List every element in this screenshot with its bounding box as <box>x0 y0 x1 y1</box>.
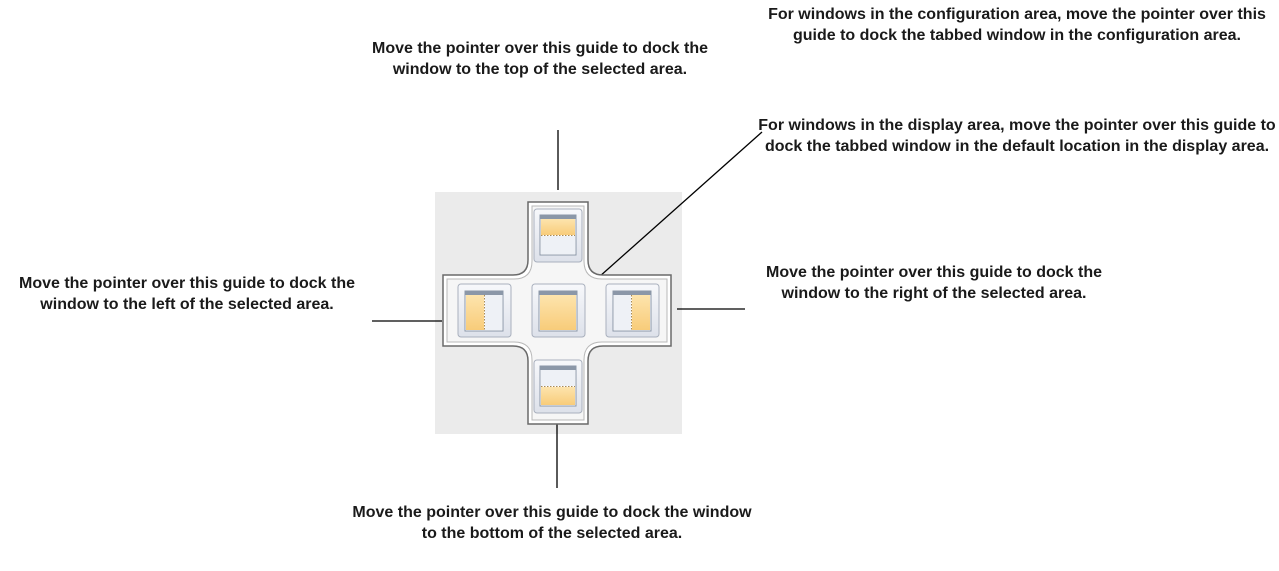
callout-dock-display-area: For windows in the display area, move th… <box>758 117 1276 155</box>
dock-left-icon <box>464 290 504 332</box>
dock-top-button[interactable] <box>533 208 583 263</box>
dock-top-icon <box>539 214 577 256</box>
leader-lines <box>372 130 763 488</box>
callout-dock-configuration-area: For windows in the configuration area, m… <box>768 6 1266 44</box>
dock-center-button[interactable] <box>531 283 586 338</box>
dock-right-icon <box>612 290 652 332</box>
callout-dock-top: Move the pointer over this guide to dock… <box>371 40 709 78</box>
dock-bottom-icon <box>539 365 577 407</box>
callout-dock-left: Move the pointer over this guide to dock… <box>18 275 356 313</box>
dock-bottom-button[interactable] <box>533 359 583 414</box>
callout-dock-bottom: Move the pointer over this guide to dock… <box>352 504 752 542</box>
dock-left-button[interactable] <box>457 283 512 338</box>
callout-dock-right: Move the pointer over this guide to dock… <box>765 264 1103 302</box>
dock-center-icon <box>538 290 578 332</box>
dock-right-button[interactable] <box>605 283 660 338</box>
leader-line-center <box>571 131 763 302</box>
